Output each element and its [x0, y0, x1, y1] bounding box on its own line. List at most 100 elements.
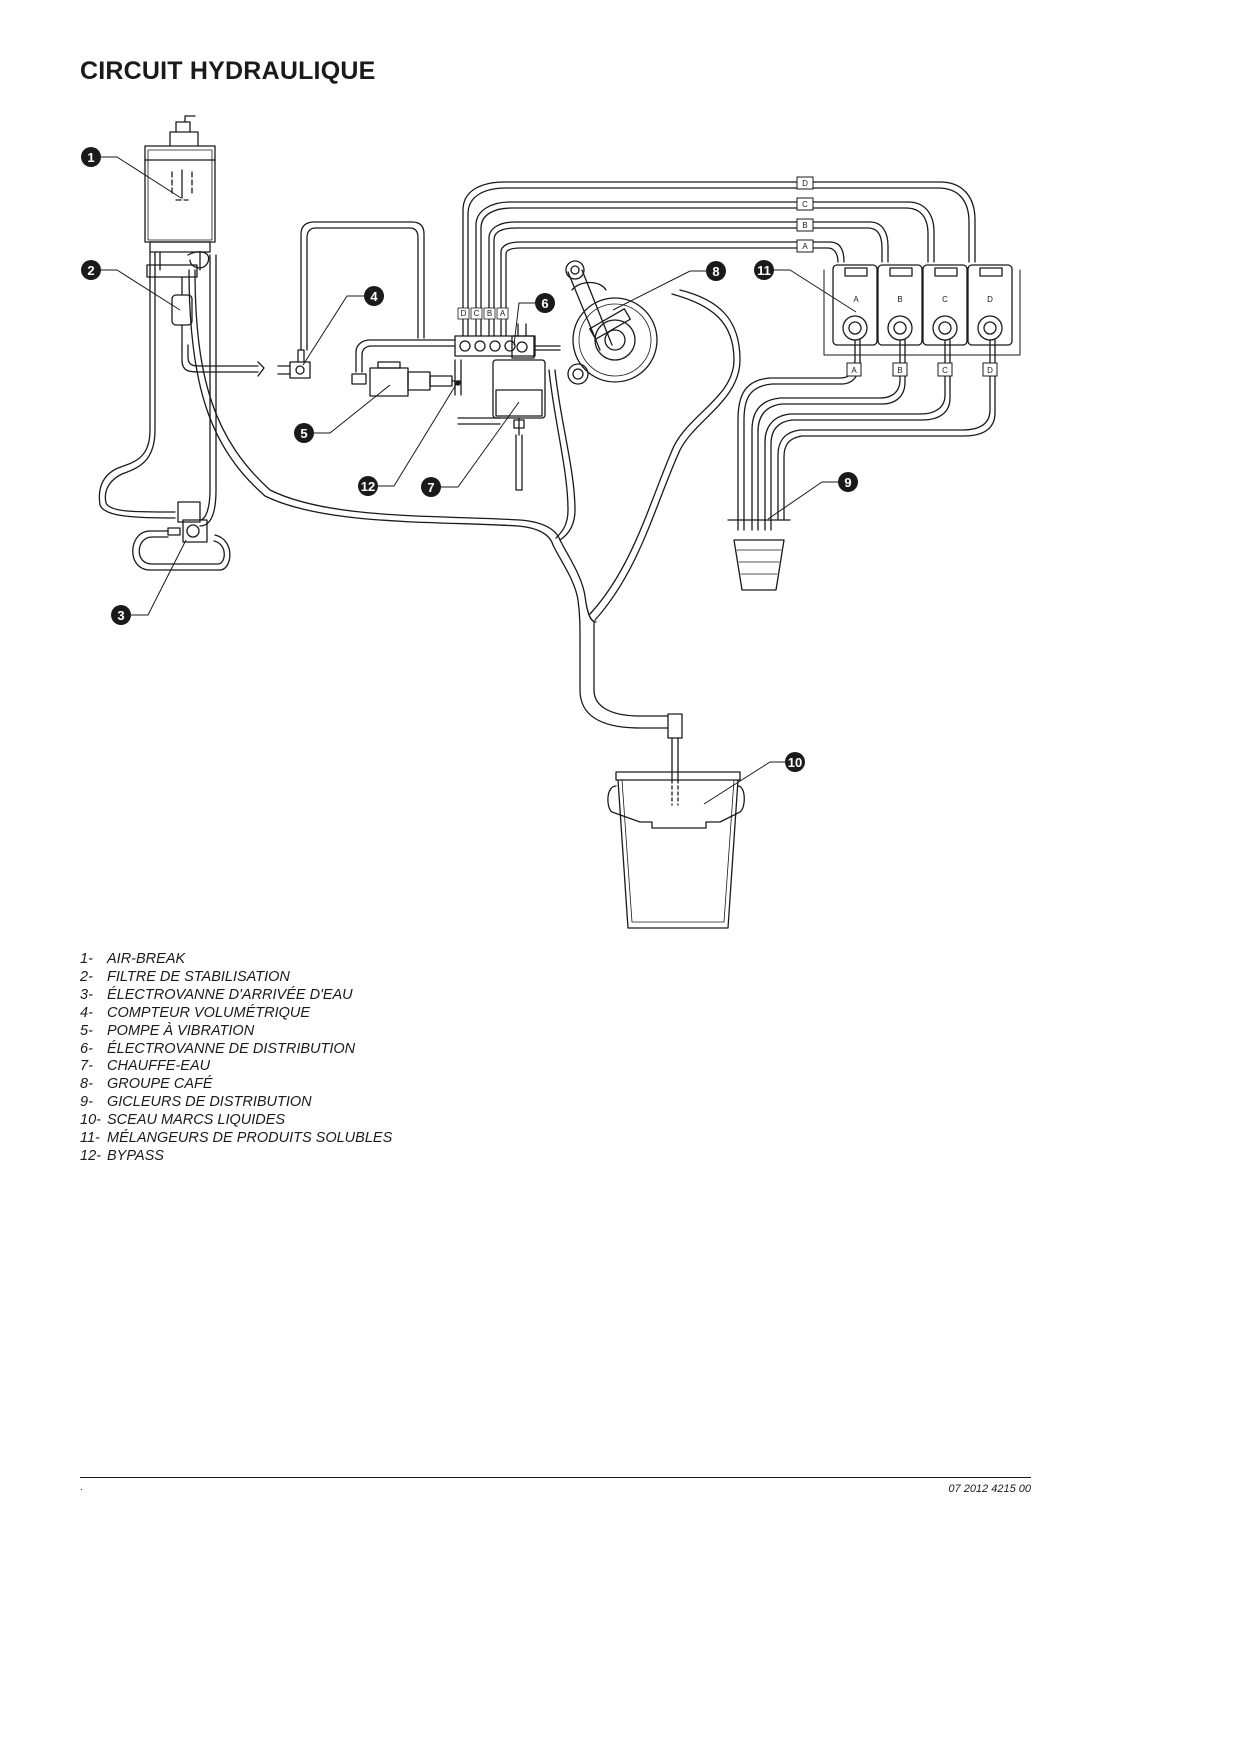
legend-item: 2- FILTRE DE STABILISATION: [80, 969, 392, 987]
tube-tag-bottom-c: C: [937, 362, 953, 377]
mixer-labels: A B C D: [853, 295, 993, 304]
flow-meter: [257, 221, 425, 379]
callout-7-label: 7: [427, 480, 434, 495]
legend-item-number: 1-: [80, 951, 93, 967]
legend-item-number: 7-: [80, 1058, 93, 1075]
legend-item-label: POMPE À VIBRATION: [107, 1022, 255, 1039]
callout-9: 9: [838, 472, 858, 492]
callout-11: 11: [754, 260, 774, 280]
callout-2-label: 2: [87, 263, 94, 278]
footer-divider: [80, 1477, 1031, 1478]
legend-item-label: FILTRE DE STABILISATION: [107, 968, 290, 985]
tube-tag-top-d: D: [796, 176, 814, 190]
liquid-waste-bucket: [607, 771, 745, 929]
legend-item-number: 8-: [80, 1076, 93, 1093]
legend-item-number: 10-: [80, 1112, 101, 1129]
tube-tag-top-c: C: [796, 197, 814, 211]
component-legend: 1- AIR-BREAK 2- FILTRE DE STABILISATION 3-…: [80, 951, 392, 1166]
legend-item-label: COMPTEUR VOLUMÉTRIQUE: [107, 1004, 311, 1021]
valve-tag-c: C: [470, 307, 483, 320]
callout-3-label: 3: [117, 608, 124, 623]
callout-12: 12: [358, 476, 378, 496]
legend-item: 6-ÉLECTROVANNE DE DISTRIBUTION: [80, 1041, 392, 1059]
legend-item: 8- GROUPE CAFÉ: [80, 1076, 392, 1094]
tube-tag-bottom-d: D: [982, 362, 998, 377]
valve-tag-c-label: C: [474, 309, 480, 318]
manual-page: CIRCUIT HYDRAULIQUE: [80, 57, 1031, 1495]
callout-4: 4: [364, 286, 384, 306]
tube-tag-top-b: B: [796, 218, 814, 232]
tube-tag-top-c-label: C: [802, 200, 808, 209]
water-inlet-valve: [132, 501, 231, 571]
legend-item: 10- SCEAU MARCS LIQUIDES: [80, 1112, 392, 1130]
mixer-label-d: D: [987, 295, 993, 304]
tube-tag-bottom-a-label: A: [851, 366, 857, 375]
legend-item-label: GICLEURS DE DISTRIBUTION: [107, 1094, 312, 1111]
legend-item-label: MÉLANGEURS DE PRODUITS SOLUBLES: [107, 1130, 393, 1147]
callout-8: 8: [706, 261, 726, 281]
tube-tag-top-d-label: D: [802, 179, 808, 188]
legend-item: 11- MÉLANGEURS DE PRODUITS SOLUBLES: [80, 1130, 392, 1148]
legend-item-number: 2-: [80, 968, 93, 985]
callout-1: 1: [81, 147, 101, 167]
tube-tag-bottom-b: B: [892, 362, 908, 377]
distribution-valve-block: [454, 323, 561, 359]
tube-tag-top-b-label: B: [802, 221, 807, 230]
bypass: [454, 359, 462, 396]
tube-tag-bottom-b-label: B: [897, 366, 902, 375]
legend-item-number: 3-: [80, 986, 93, 1003]
legend-item: 5-POMPE À VIBRATION: [80, 1023, 392, 1041]
callout-12-label: 12: [361, 479, 375, 494]
callout-10-label: 10: [788, 755, 802, 770]
valve-tag-a: A: [496, 307, 509, 320]
legend-item: 4- COMPTEUR VOLUMÉTRIQUE: [80, 1005, 392, 1023]
legend-item-number: 9-: [80, 1094, 93, 1111]
legend-item-number: 4-: [80, 1004, 93, 1021]
legend-item-label: AIR-BREAK: [107, 951, 186, 967]
air-break-tank: [144, 115, 216, 278]
callout-7: 7: [421, 477, 441, 497]
callout-8-label: 8: [712, 264, 719, 279]
legend-item-number: 6-: [80, 1040, 93, 1057]
tube-tag-top-a-label: A: [802, 242, 808, 251]
footer-left-mark: .: [80, 1482, 83, 1493]
page-title: CIRCUIT HYDRAULIQUE: [80, 57, 376, 85]
valve-tag-a-label: A: [500, 309, 506, 318]
legend-item-number: 11-: [80, 1130, 100, 1147]
callout-1-label: 1: [87, 150, 94, 165]
legend-item: 7-CHAUFFE-EAU: [80, 1058, 392, 1076]
valve-tags: D C B A: [457, 307, 509, 320]
vibration-pump: [351, 339, 461, 397]
legend-item-label: GROUPE CAFÉ: [107, 1076, 213, 1093]
callout-5-label: 5: [300, 426, 307, 441]
callout-2: 2: [81, 260, 101, 280]
tube-tag-bottom-c-label: C: [942, 366, 948, 375]
valve-tag-d-label: D: [461, 309, 467, 318]
valve-tag-b: B: [483, 307, 496, 320]
callout-9-label: 9: [844, 475, 851, 490]
callout-5: 5: [294, 423, 314, 443]
tube-tags-bottom: A B C D: [846, 362, 998, 377]
legend-item: 9- GICLEURS DE DISTRIBUTION: [80, 1094, 392, 1112]
legend-item-label: ÉLECTROVANNE D'ARRIVÉE D'EAU: [107, 986, 353, 1003]
legend-item: 1- AIR-BREAK: [80, 951, 392, 969]
distribution-nozzles: [727, 519, 791, 591]
water-heater: [457, 359, 546, 491]
leader-lines: [101, 156, 857, 805]
legend-item-number: 12-: [80, 1147, 101, 1164]
callout-3: 3: [111, 605, 131, 625]
callout-6-label: 6: [541, 296, 548, 311]
callout-11-label: 11: [757, 263, 771, 278]
coffee-group: [565, 260, 658, 385]
tube-tags-top: D C B A: [796, 176, 814, 253]
legend-item-label: SCEAU MARCS LIQUIDES: [107, 1112, 286, 1129]
valve-tag-d: D: [457, 307, 470, 320]
mixer-label-c: C: [942, 295, 948, 304]
mixer-label-a: A: [853, 295, 859, 304]
legend-item: 3- ÉLECTROVANNE D'ARRIVÉE D'EAU: [80, 987, 392, 1005]
tube-tag-bottom-d-label: D: [987, 366, 993, 375]
document-reference: 07 2012 4215 00: [948, 1483, 1031, 1495]
callout-10: 10: [785, 752, 805, 772]
tube-tag-top-a: A: [796, 239, 814, 253]
tube-tag-bottom-a: A: [846, 362, 862, 377]
